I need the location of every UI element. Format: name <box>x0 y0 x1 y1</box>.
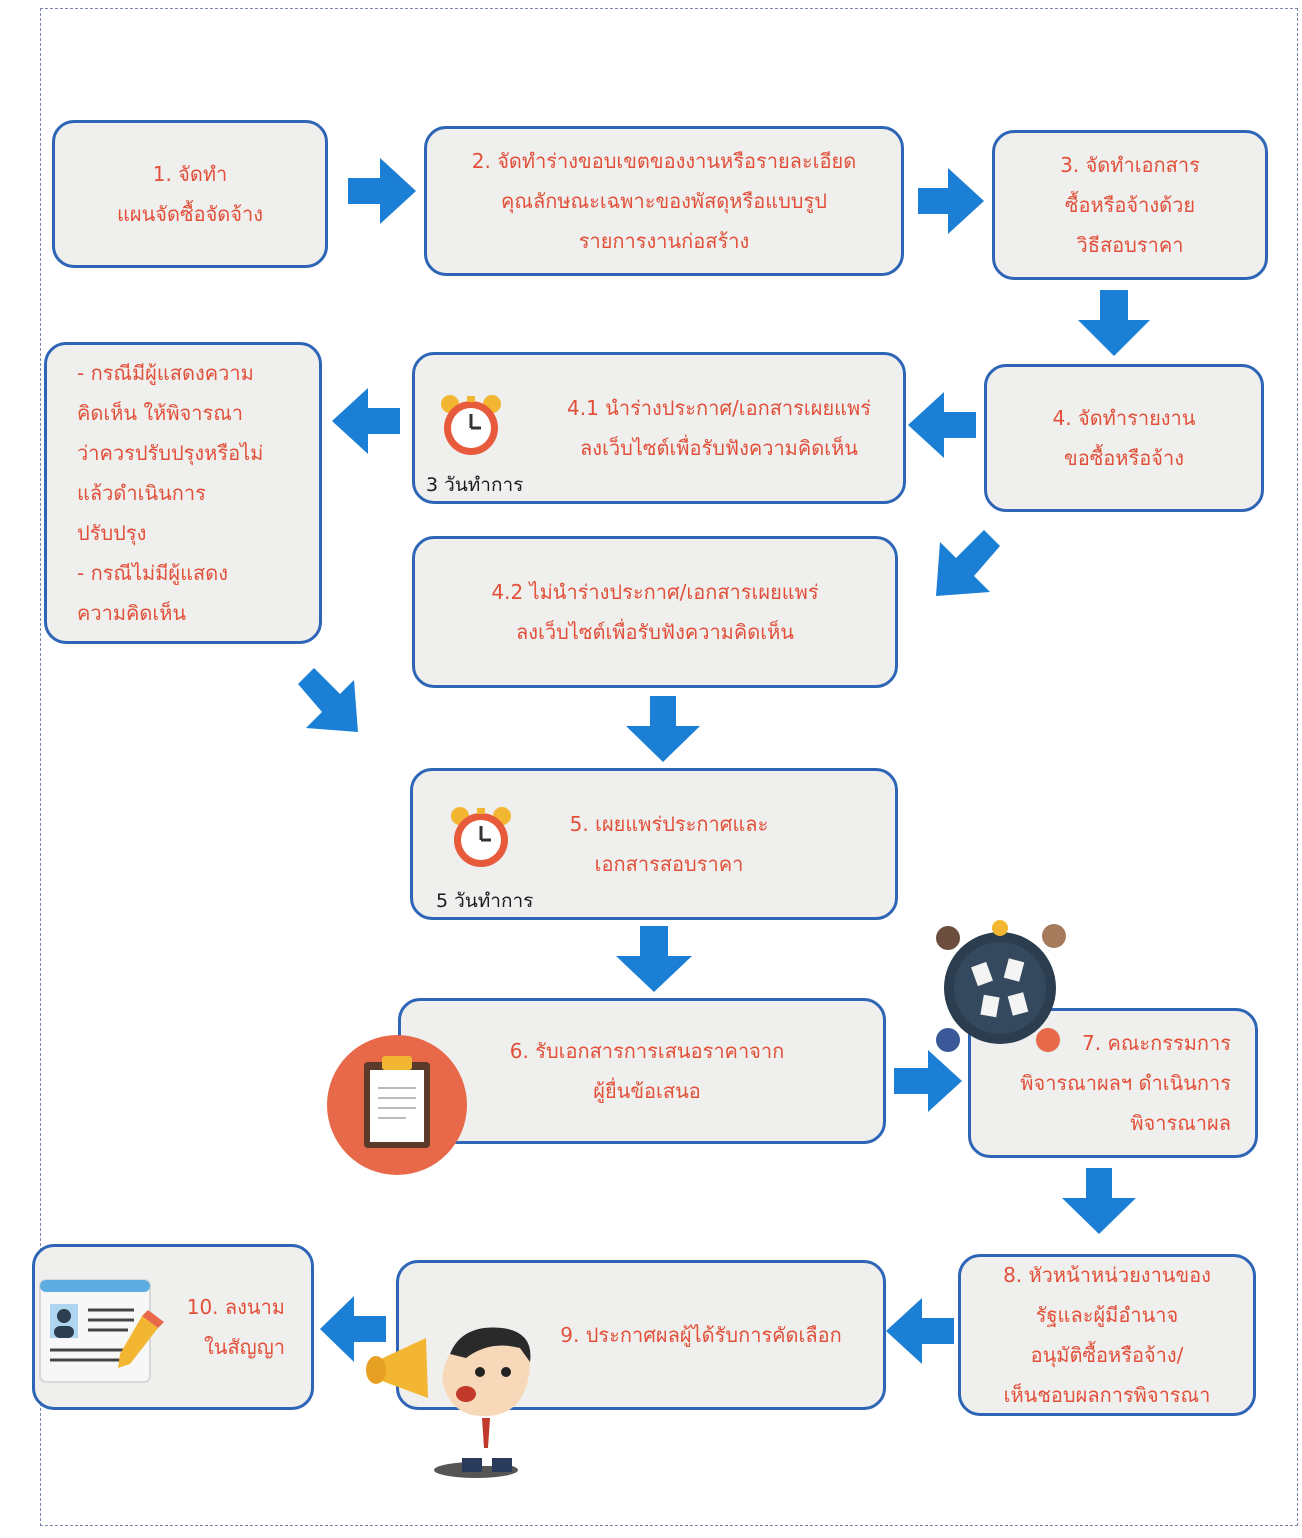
step-8-box: 8. หัวหน้าหน่วยงานของ รัฐและผู้มีอำนาจ อ… <box>958 1254 1256 1416</box>
businessman-megaphone-icon <box>366 1327 531 1478</box>
step-4-2-box: 4.2 ไม่นำร่างประกาศ/เอกสารเผยแพร่ ลงเว็บ… <box>412 536 898 688</box>
step-6-label: 6. รับเอกสารการเสนอราคาจาก ผู้ยื่นข้อเสน… <box>509 1039 785 1103</box>
step-4-2-label: 4.2 ไม่นำร่างประกาศ/เอกสารเผยแพร่ ลงเว็บ… <box>491 580 819 644</box>
step-2-box: 2. จัดทำร่างขอบเขตของงานหรือรายละเอียด ค… <box>424 126 904 276</box>
arrow-left-icon <box>886 1298 954 1364</box>
arrow-down-icon <box>626 696 700 762</box>
step-4-label: 4. จัดทำรายงาน ขอซื้อหรือจ้าง <box>1052 406 1196 470</box>
arrow-down-icon <box>616 926 692 992</box>
step-8-label: 8. หัวหน้าหน่วยงานของ รัฐและผู้มีอำนาจ อ… <box>1003 1263 1211 1407</box>
comments-box: - กรณีมีผู้แสดงความ คิดเห็น ให้พิจารณา ว… <box>44 342 322 644</box>
step-10-label: 10. ลงนาม ในสัญญา <box>186 1295 285 1359</box>
step-4-box: 4. จัดทำรายงาน ขอซื้อหรือจ้าง <box>984 364 1264 512</box>
alarm-clock-icon <box>451 807 511 867</box>
step-4-1-box: 4.1 นำร่างประกาศ/เอกสารเผยแพร่ ลงเว็บไซต… <box>412 352 906 504</box>
step-5-duration: 5 วันทำการ <box>436 890 534 912</box>
arrow-right-icon <box>348 158 416 224</box>
arrow-left-icon <box>332 388 400 454</box>
step-5-label: 5. เผยแพร่ประกาศและ เอกสารสอบราคา <box>569 812 769 876</box>
arrow-left-icon <box>908 392 976 458</box>
comments-label: - กรณีมีผู้แสดงความ คิดเห็น ให้พิจารณา ว… <box>77 361 264 625</box>
arrow-down-icon <box>1062 1168 1136 1234</box>
contract-signing-icon <box>39 1279 164 1383</box>
step-4-1-label: 4.1 นำร่างประกาศ/เอกสารเผยแพร่ ลงเว็บไซต… <box>567 396 871 460</box>
clipboard-icon <box>327 1035 467 1175</box>
step-7-label: 7. คณะกรรมการ พิจารณาผลฯ ดำเนินการ พิจาร… <box>1020 1031 1231 1135</box>
arrow-down-icon <box>1078 290 1150 356</box>
step-6-box: 6. รับเอกสารการเสนอราคาจาก ผู้ยื่นข้อเสน… <box>398 998 886 1144</box>
step-5-box: 5. เผยแพร่ประกาศและ เอกสารสอบราคา <box>410 768 898 920</box>
step-3-box: 3. จัดทำเอกสาร ซื้อหรือจ้างด้วย วิธีสอบร… <box>992 130 1268 280</box>
step-4-1-duration: 3 วันทำการ <box>426 474 524 496</box>
step-1-box: 1. จัดทำ แผนจัดซื้อจัดจ้าง <box>52 120 328 268</box>
arrow-left-icon <box>320 1296 386 1362</box>
arrow-down-right-icon <box>298 668 358 732</box>
step-1-label: 1. จัดทำ แผนจัดซื้อจัดจ้าง <box>117 162 263 226</box>
step-9-label: 9. ประกาศผลผู้ได้รับการคัดเลือก <box>560 1323 842 1347</box>
step-2-label: 2. จัดทำร่างขอบเขตของงานหรือรายละเอียด ค… <box>471 149 857 253</box>
page-frame <box>40 8 1298 1526</box>
arrow-right-icon <box>918 168 984 234</box>
arrow-down-left-icon <box>936 530 1000 596</box>
meeting-table-icon <box>936 920 1066 1052</box>
alarm-clock-icon <box>441 395 501 455</box>
arrow-right-icon <box>894 1050 962 1112</box>
step-3-label: 3. จัดทำเอกสาร ซื้อหรือจ้างด้วย วิธีสอบร… <box>1060 153 1200 257</box>
